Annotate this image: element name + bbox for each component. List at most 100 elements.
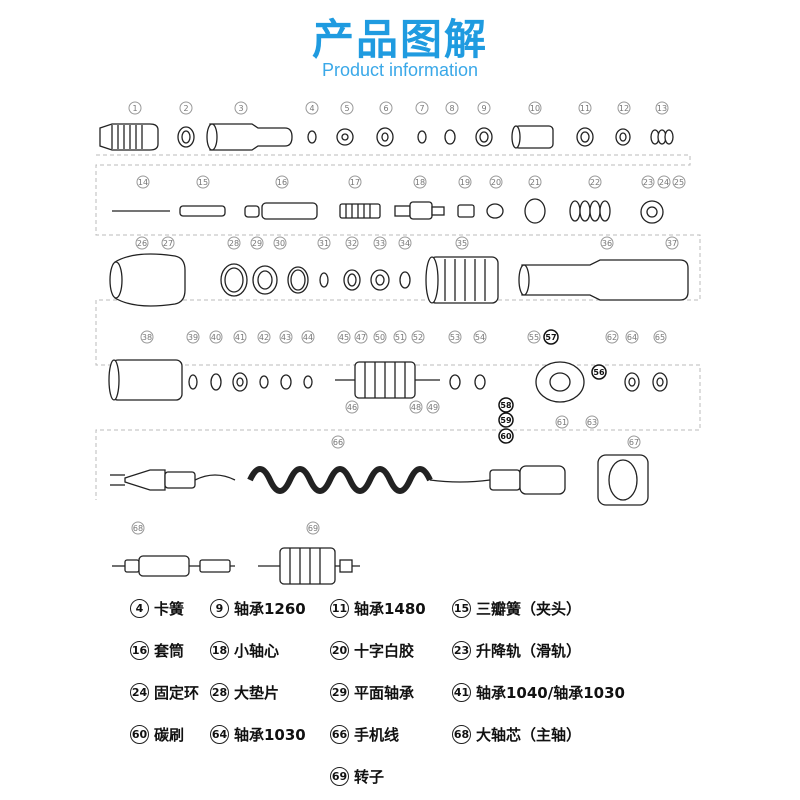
part-36-housing [518,259,689,301]
part-label-68: 68 [133,524,143,533]
part-label-36: 36 [602,239,612,248]
part-22-spring [569,200,611,222]
part-label-32: 32 [347,239,357,248]
part-label-33: 33 [375,239,385,248]
part-label-38: 38 [142,333,152,342]
part-label-51: 51 [395,333,405,342]
legend-item-29: 29 平面轴承 [330,682,414,703]
part-label-66: 66 [333,438,343,447]
legend-number: 41 [452,683,471,702]
part-label-circle [136,175,150,189]
part-64-bearing [624,372,640,392]
part-label-16: 16 [277,178,287,187]
part-label-42: 42 [259,333,269,342]
legend-number: 68 [452,725,471,744]
part-label-circle [657,175,671,189]
legend-number: 15 [452,599,471,618]
part-label-circle [655,101,669,115]
part-label-circle [345,400,359,414]
part-label-circle [653,330,667,344]
part-label-circle [340,101,354,115]
part-label-circle [196,175,210,189]
part-label-circle [373,236,387,250]
part-label-35: 35 [457,239,467,248]
legend-text: 大垫片 [234,684,280,702]
part-label-circle [209,330,223,344]
part-label-47: 47 [356,333,366,342]
part-label-circle [317,236,331,250]
part-5-bushing [336,128,354,146]
part-label-circle [498,397,514,413]
part-label-circle [131,521,145,535]
part-label-circle [233,330,247,344]
part-label-61: 61 [557,418,567,427]
part-label-59: 59 [500,416,512,425]
part-label-31: 31 [319,239,329,248]
part-label-64: 64 [627,333,637,342]
row-5-parts [110,454,649,506]
legend-number: 28 [210,683,229,702]
part-6-bushing [376,127,394,147]
part-label-49: 49 [428,403,438,412]
part-label-circle [373,330,387,344]
legend-text: 套筒 [154,642,185,660]
part-label-45: 45 [339,333,349,342]
part-label-circle [306,521,320,535]
part-label-circle [348,175,362,189]
part-label-circle [426,400,440,414]
part-label-10: 10 [530,104,540,113]
legend-text: 平面轴承 [354,684,415,702]
legend-number: 29 [330,683,349,702]
legend-text: 转子 [354,768,385,786]
part-44-washer [303,375,313,389]
part-31-circlip [319,272,329,288]
part-label-1: 1 [132,104,137,113]
part-label-69: 69 [308,524,318,533]
part-label-circle [528,175,542,189]
part-label-circle [140,330,154,344]
part-label-circle [588,175,602,189]
part-label-circle [473,330,487,344]
part-29-thrust-bearing [252,265,278,295]
part-label-circle [489,175,503,189]
part-30-ring [287,266,309,294]
part-label-circle [527,330,541,344]
part-7-washer [417,130,427,144]
part-label-46: 46 [347,403,357,412]
row-connector-lines [95,154,701,500]
part-label-29: 29 [252,239,262,248]
legend-text: 卡簧 [154,600,185,618]
part-label-8: 8 [449,104,454,113]
legend-text: 三瓣簧（夹头） [476,600,582,618]
part-label-41: 41 [235,333,245,342]
part-label-circle [128,101,142,115]
part-13-spring [650,129,674,145]
part-label-67: 67 [629,438,639,447]
part-label-12: 12 [619,104,629,113]
part-label-circle [585,415,599,429]
page-subtitle: Product information [321,60,479,80]
part-label-62: 62 [607,333,617,342]
part-label-30: 30 [275,239,285,248]
part-label-circle [665,236,679,250]
part-label-17: 17 [350,178,360,187]
legend-text: 碳刷 [154,726,185,744]
part-19-spring [457,204,475,218]
part-label-53: 53 [450,333,460,342]
part-label-circle [672,175,686,189]
part-55-brush-holder [535,361,585,403]
part-label-circle [409,400,423,414]
part-label-circle [543,329,559,345]
part-label-circle [337,330,351,344]
part-label-circle [305,101,319,115]
legend-text: 手机线 [354,726,400,744]
part-32-bushing [343,269,361,291]
legend-item-15: 15 三瓣簧（夹头） [452,598,581,619]
